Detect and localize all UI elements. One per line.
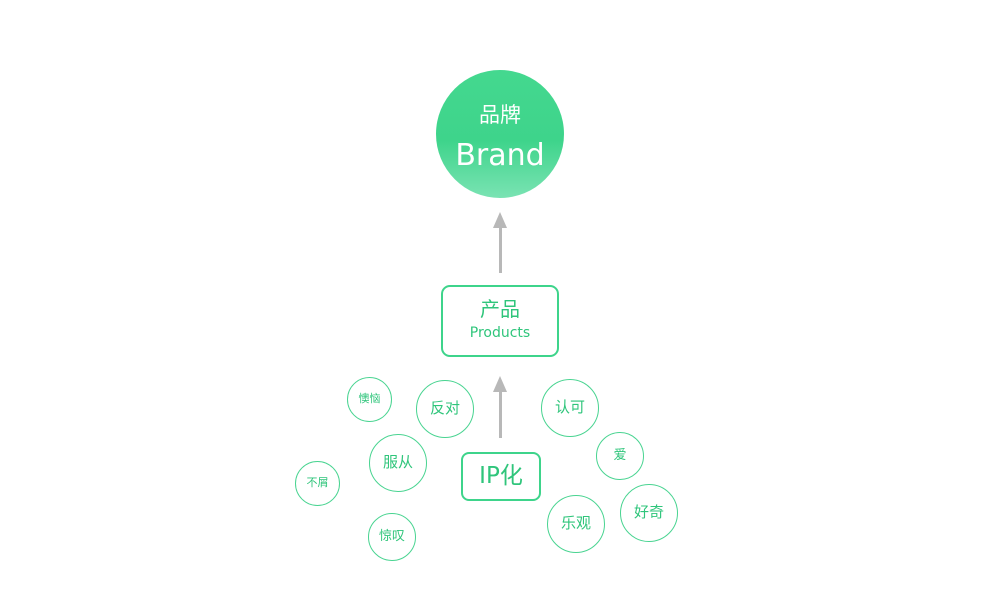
emotion-bubble: 懊恼 [347, 377, 392, 422]
arrow-shaft [499, 390, 502, 438]
emotion-bubble: 爱 [596, 432, 644, 480]
brand-circle: 品牌 Brand [436, 70, 564, 198]
products-box: 产品 Products [441, 285, 559, 357]
emotion-bubble: 反对 [416, 380, 474, 438]
products-zh-label: 产品 [480, 297, 520, 321]
arrow-head [493, 376, 507, 392]
arrow-products-to-brand [493, 212, 508, 273]
brand-en-label: Brand [455, 138, 545, 173]
emotion-bubble: 服从 [369, 434, 427, 492]
emotion-bubble: 认可 [541, 379, 599, 437]
emotion-bubble: 好奇 [620, 484, 678, 542]
arrow-ip-to-products [493, 376, 508, 438]
brand-zh-label: 品牌 [479, 103, 521, 127]
emotion-bubble: 不屑 [295, 461, 340, 506]
products-en-label: Products [469, 325, 531, 341]
emotion-bubble: 乐观 [547, 495, 605, 553]
ip-box: IP化 [461, 452, 541, 501]
arrow-head [493, 212, 507, 228]
arrow-shaft [499, 226, 502, 273]
emotion-bubble: 惊叹 [368, 513, 416, 561]
